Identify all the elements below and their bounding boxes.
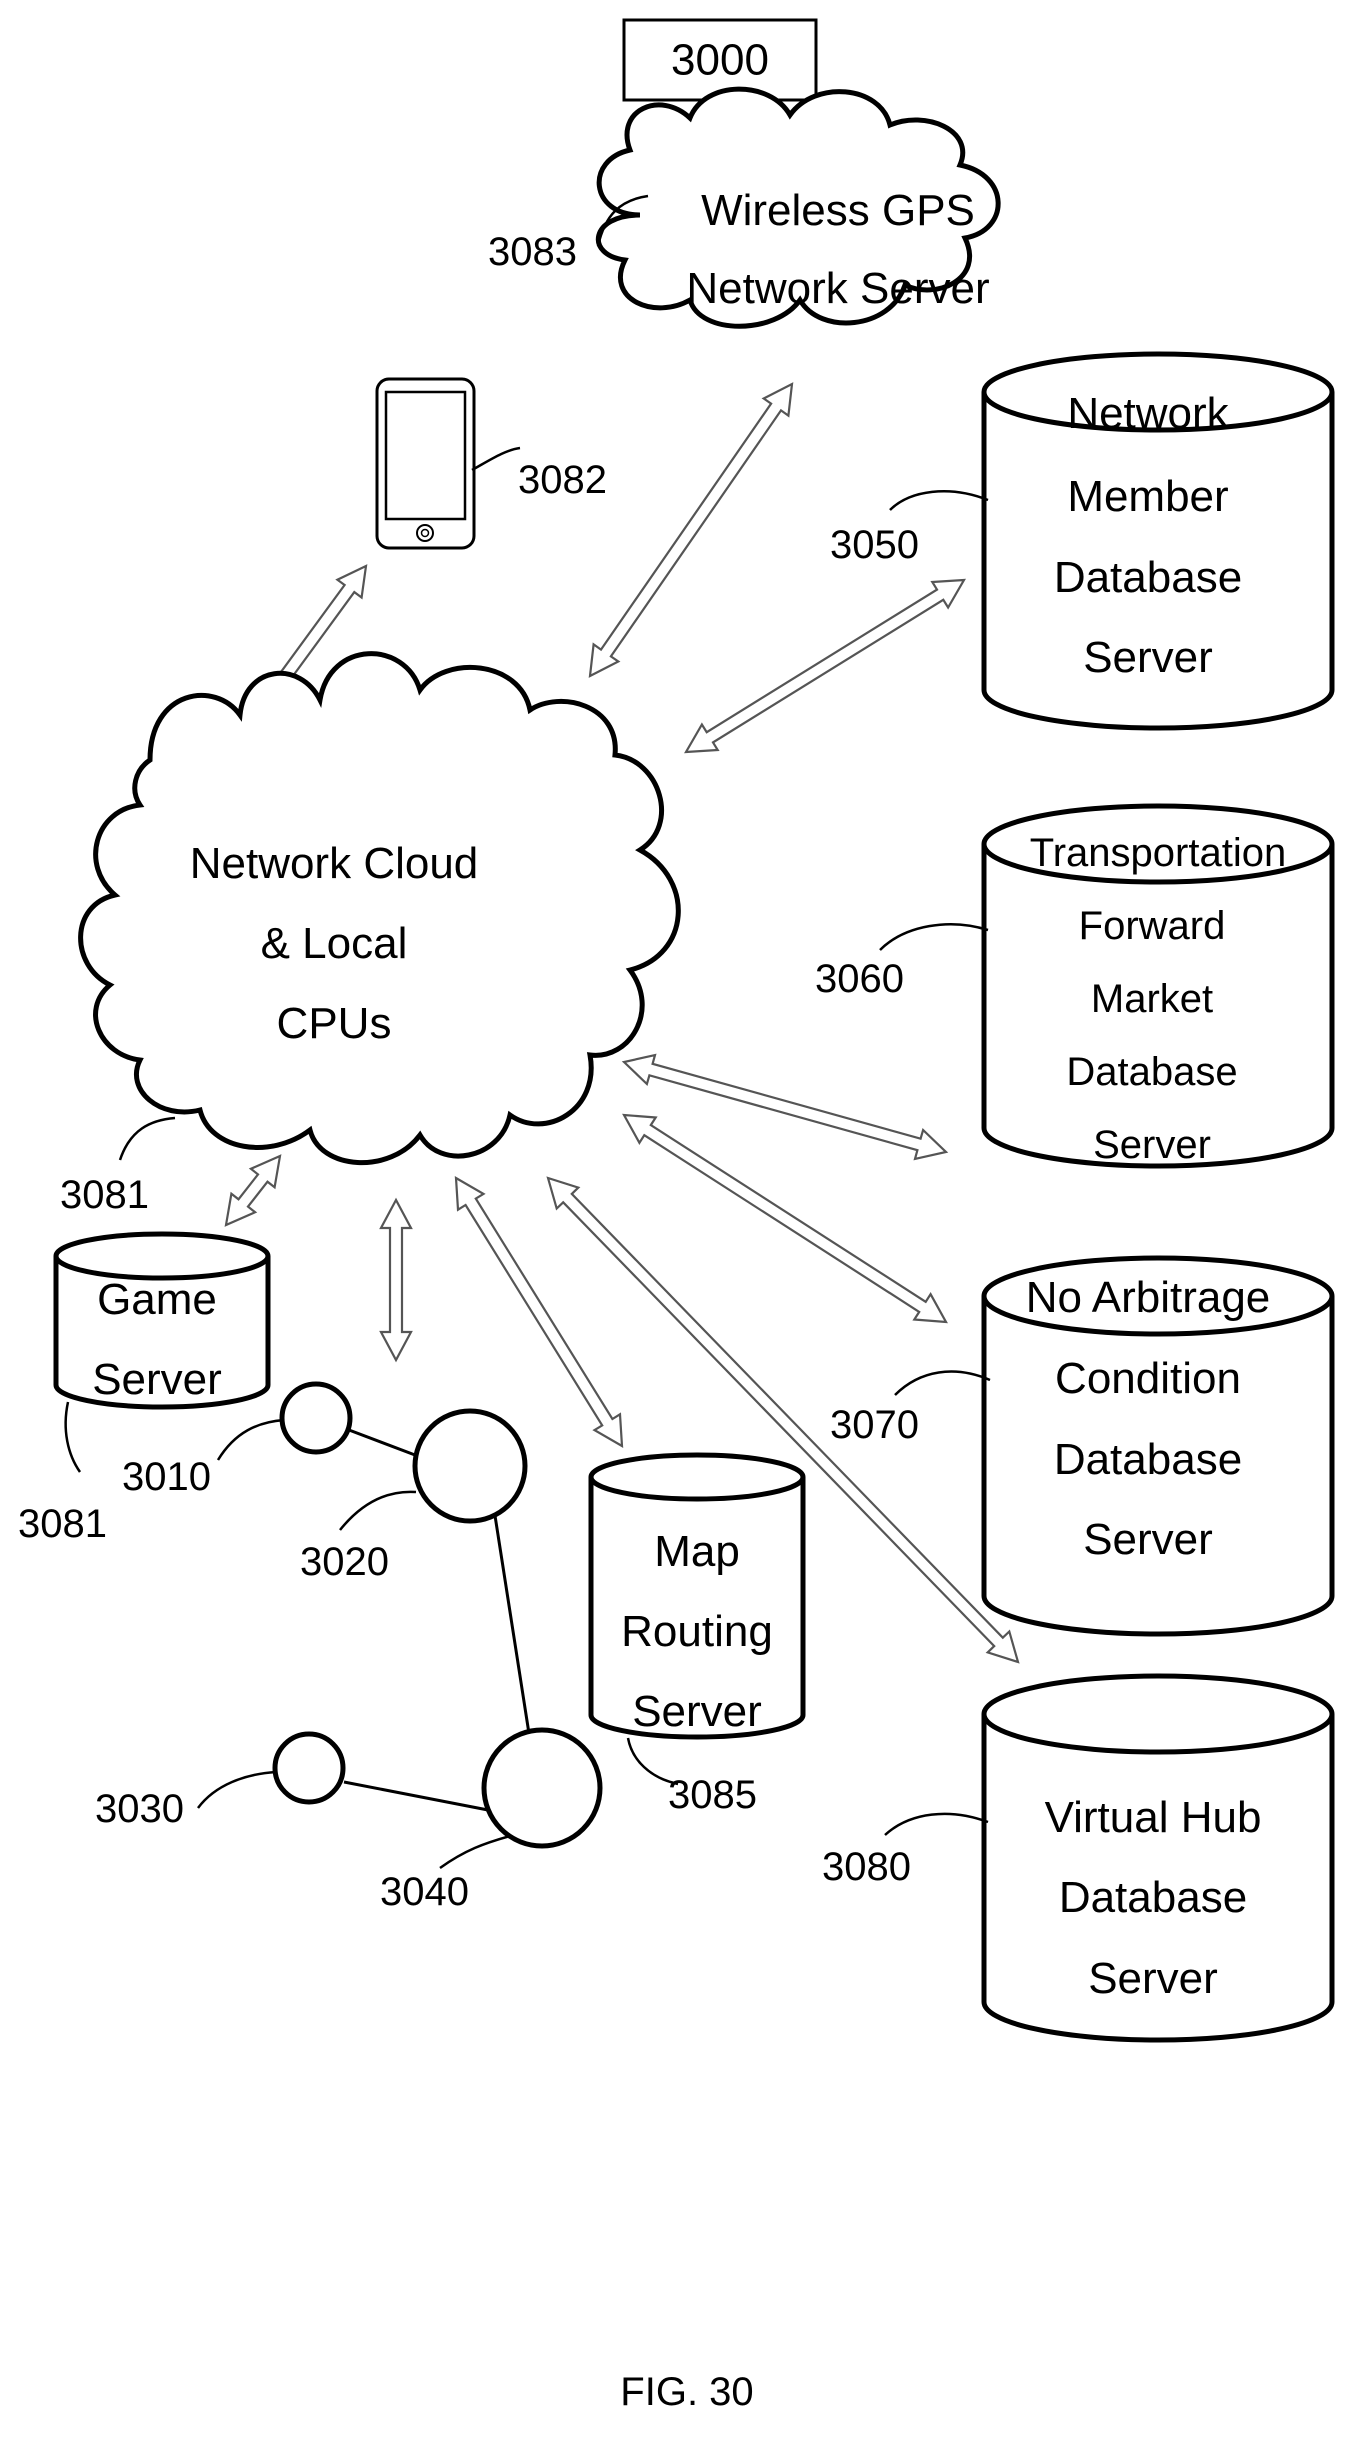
node-3030-leader bbox=[198, 1772, 276, 1808]
transport-db-label-1: Transportation bbox=[1030, 831, 1286, 875]
figure-number: 3000 bbox=[671, 36, 769, 85]
network-cloud-label-2: & Local bbox=[261, 919, 408, 968]
map-server-top bbox=[591, 1455, 803, 1499]
gps-server-ref: 3083 bbox=[488, 230, 577, 274]
node-3030-ref: 3030 bbox=[95, 1787, 184, 1831]
transport-db-leader bbox=[880, 924, 988, 950]
node-3040-leader bbox=[440, 1836, 510, 1868]
figure-number-box: 3000 bbox=[624, 20, 816, 100]
transport-db-label-3: Market bbox=[1091, 977, 1213, 1021]
transport-db-ref: 3060 bbox=[815, 957, 904, 1001]
node-3010-leader bbox=[218, 1420, 284, 1460]
gps-server-cloud: Wireless GPS Network Server 3083 bbox=[488, 89, 998, 326]
game-server-cylinder: Game Server 3081 bbox=[18, 1234, 268, 1546]
network-nodes: 3010 3020 3030 3040 bbox=[95, 1384, 600, 1914]
arbitrage-db-cylinder: No Arbitrage Condition Database Server 3… bbox=[830, 1258, 1332, 1634]
gps-server-label-1: Wireless GPS bbox=[701, 186, 975, 235]
network-cloud-outline bbox=[81, 654, 679, 1163]
mobile-device-screen bbox=[386, 392, 465, 519]
mobile-device-leader bbox=[472, 448, 520, 470]
arrow-cloud-member-db bbox=[686, 580, 964, 752]
member-db-ref: 3050 bbox=[830, 523, 919, 567]
node-3020-leader bbox=[340, 1492, 416, 1530]
map-server-ref: 3085 bbox=[668, 1773, 757, 1817]
arbitrage-db-label-1: No Arbitrage bbox=[1026, 1273, 1271, 1322]
virtual-hub-db-label-1: Virtual Hub bbox=[1045, 1793, 1262, 1842]
virtual-hub-db-leader bbox=[885, 1814, 988, 1835]
virtual-hub-db-cylinder: Virtual Hub Database Server 3080 bbox=[822, 1676, 1332, 2040]
game-server-label-2: Server bbox=[92, 1355, 222, 1404]
arbitrage-db-label-4: Server bbox=[1083, 1515, 1213, 1564]
gps-server-label-2: Network Server bbox=[686, 264, 989, 313]
transport-db-cylinder: Transportation Forward Market Database S… bbox=[815, 806, 1332, 1167]
arrow-cloud-arbitrage-db bbox=[624, 1115, 946, 1322]
node-3030 bbox=[275, 1734, 343, 1802]
member-db-label-3: Database bbox=[1054, 553, 1242, 602]
transport-db-label-2: Forward bbox=[1079, 904, 1226, 948]
mobile-device: 3082 bbox=[377, 379, 607, 548]
member-db-cylinder: Network Member Database Server 3050 bbox=[830, 354, 1332, 728]
game-server-label-1: Game bbox=[97, 1275, 217, 1324]
figure-caption: FIG. 30 bbox=[620, 2370, 753, 2414]
game-server-leader bbox=[66, 1402, 80, 1472]
network-cloud-leader bbox=[120, 1118, 175, 1160]
node-3040-ref: 3040 bbox=[380, 1870, 469, 1914]
network-cloud-ref: 3081 bbox=[60, 1173, 149, 1217]
arbitrage-db-ref: 3070 bbox=[830, 1403, 919, 1447]
arbitrage-db-label-3: Database bbox=[1054, 1435, 1242, 1484]
arbitrage-db-leader bbox=[895, 1372, 990, 1395]
arrow-cloud-map-server bbox=[456, 1178, 622, 1446]
arrow-cloud-game-server bbox=[226, 1156, 280, 1225]
member-db-leader bbox=[890, 491, 988, 510]
node-3040 bbox=[484, 1730, 600, 1846]
transport-db-label-5: Server bbox=[1093, 1123, 1211, 1167]
map-server-label-3: Server bbox=[632, 1687, 762, 1736]
arbitrage-db-label-2: Condition bbox=[1055, 1354, 1241, 1403]
link-3020-3040 bbox=[491, 1490, 530, 1740]
game-server-top bbox=[56, 1234, 268, 1278]
virtual-hub-db-ref: 3080 bbox=[822, 1845, 911, 1889]
map-server-label-1: Map bbox=[654, 1527, 740, 1576]
node-3010-ref: 3010 bbox=[122, 1455, 211, 1499]
virtual-hub-db-top bbox=[984, 1676, 1332, 1752]
member-db-label-2: Member bbox=[1067, 472, 1228, 521]
arrow-cloud-gps-server bbox=[590, 384, 792, 676]
link-3010-3020 bbox=[349, 1430, 415, 1455]
member-db-label-4: Server bbox=[1083, 633, 1213, 682]
network-cloud: Network Cloud & Local CPUs 3081 bbox=[60, 654, 678, 1217]
virtual-hub-db-label-2: Database bbox=[1059, 1873, 1247, 1922]
game-server-ref: 3081 bbox=[18, 1502, 107, 1546]
arrow-cloud-network-nodes bbox=[381, 1200, 411, 1360]
node-3020 bbox=[415, 1411, 525, 1521]
network-cloud-label-3: CPUs bbox=[277, 999, 392, 1048]
member-db-label-1: Network bbox=[1067, 389, 1229, 438]
transport-db-label-4: Database bbox=[1066, 1050, 1237, 1094]
node-3010 bbox=[282, 1384, 350, 1452]
network-cloud-label-1: Network Cloud bbox=[190, 839, 479, 888]
link-3030-3040 bbox=[344, 1782, 488, 1810]
mobile-device-ref: 3082 bbox=[518, 458, 607, 502]
map-server-label-2: Routing bbox=[621, 1607, 773, 1656]
node-3020-ref: 3020 bbox=[300, 1540, 389, 1584]
mobile-home-button-inner bbox=[422, 530, 429, 537]
map-server-cylinder: Map Routing Server 3085 bbox=[591, 1455, 803, 1817]
virtual-hub-db-label-3: Server bbox=[1088, 1954, 1218, 2003]
